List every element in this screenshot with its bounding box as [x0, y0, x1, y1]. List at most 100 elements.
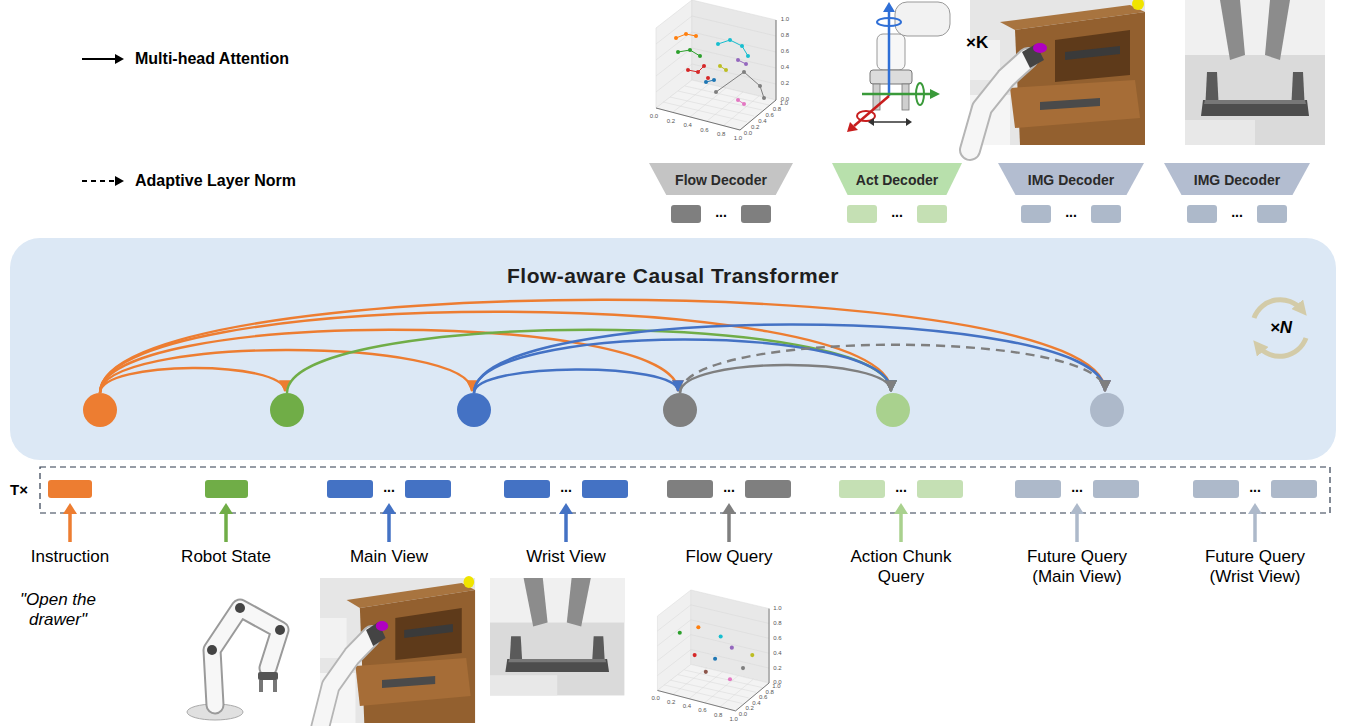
- flow-trajectories: [698, 54, 702, 58]
- input-token-row: [917, 480, 963, 498]
- flow-points: [719, 634, 723, 638]
- ellipsis: ...: [1065, 204, 1077, 221]
- axis-tick: 0.2: [667, 118, 675, 125]
- attention-arcs: [100, 350, 472, 393]
- legend-item: Multi-head Attention: [82, 50, 289, 68]
- flow-trajectories: [712, 78, 716, 82]
- repeat-count: ×K: [966, 33, 988, 53]
- axis-tick: 1.0: [781, 16, 789, 23]
- attention-arcs: [680, 345, 1105, 393]
- flow-trajectories: [704, 80, 708, 84]
- flow-points: [678, 625, 755, 681]
- trapezoid-shape: [998, 163, 1144, 195]
- decoder-tokens: [1257, 205, 1287, 223]
- axis-tick: 0.2: [667, 699, 675, 706]
- flow-trajectories: [744, 62, 748, 66]
- axis-tick: 0.2: [781, 80, 789, 87]
- input-token-row: [40, 467, 1330, 513]
- input-arrows: [63, 503, 1262, 542]
- axis-tick: 0.0: [650, 113, 658, 120]
- attention-arcs: [100, 300, 1105, 393]
- gripper-illustration: [847, 122, 858, 132]
- input-token-row: [205, 480, 248, 498]
- flow-plot-bottom: [657, 590, 769, 711]
- axis-tick: 1.0: [780, 100, 788, 107]
- flow-trajectories: [706, 76, 710, 80]
- decoder-tokens: [1091, 205, 1121, 223]
- token-circles: [270, 393, 304, 427]
- flow-trajectories: [714, 90, 718, 94]
- flow-points: [704, 670, 708, 674]
- axis-tick: 1.0: [773, 605, 781, 612]
- input-label: Action Chunk Query: [839, 547, 964, 588]
- act-decoder: Act Decoder: [832, 163, 962, 195]
- axis-tick: 1.0: [780, 100, 788, 107]
- input-arrows: [224, 512, 228, 542]
- axis-tick: 0.8: [773, 620, 781, 627]
- gripper-illustration: [862, 93, 932, 96]
- axis-tick: 0.8: [781, 32, 789, 39]
- ellipsis: ...: [1231, 204, 1243, 221]
- gripper-illustration: [883, 2, 895, 12]
- input-label: Flow Query: [686, 547, 773, 567]
- flow-decoder: Flow Decoder: [649, 163, 793, 195]
- flow-trajectories: [736, 98, 740, 102]
- input-label: Instruction: [31, 547, 109, 567]
- axis-tick: 0.4: [781, 64, 789, 71]
- axis-tick: 0.8: [714, 712, 722, 719]
- ellipsis: ...: [560, 479, 572, 496]
- axis-tick: 0.6: [773, 635, 781, 642]
- input-token-row: [327, 480, 373, 498]
- input-token-row: [405, 480, 451, 498]
- ellipsis: ...: [1065, 204, 1077, 221]
- legend-sample: [82, 180, 116, 182]
- ellipsis: ...: [1231, 204, 1243, 221]
- input-arrows: [68, 512, 72, 542]
- decoder-tokens: [671, 205, 1287, 223]
- axis-tick: 0.0: [739, 711, 747, 718]
- gripper-illustration: [877, 34, 905, 70]
- axis-tick: 0.6: [773, 635, 781, 642]
- attention-arcs: [100, 368, 285, 393]
- trapezoid-shape: [649, 163, 793, 195]
- axis-tick: 0.4: [773, 650, 781, 657]
- legend-text: Multi-head Attention: [135, 50, 289, 68]
- flow-trajectories: [716, 42, 720, 46]
- flow-trajectories: [758, 84, 762, 88]
- ellipsis: ...: [895, 479, 907, 496]
- legend-item: Adaptive Layer Norm: [82, 172, 296, 190]
- axis-tick: 0.2: [667, 699, 675, 706]
- flow-plot-top: [656, 0, 776, 130]
- layer-count: ×N: [1270, 318, 1292, 338]
- decoder-label: IMG Decoder: [1028, 172, 1114, 188]
- flow-trajectories: [742, 102, 746, 106]
- input-label: Wrist View: [526, 547, 606, 567]
- input-arrows: [1248, 503, 1262, 514]
- decoder-tokens: [1021, 205, 1051, 223]
- input-label: Future Query (Main View): [1015, 547, 1140, 588]
- gripper-illustration: [847, 2, 950, 132]
- axis-tick: 0.0: [739, 711, 747, 718]
- axis-tick: 1.0: [773, 605, 781, 612]
- decoder-tokens: [917, 205, 947, 223]
- ellipsis: ...: [715, 204, 727, 221]
- legend-sample: [115, 176, 124, 186]
- flow-points: [728, 677, 732, 681]
- gripper-illustration: [877, 18, 901, 26]
- layer-count: ×N: [1270, 318, 1292, 338]
- input-arrows: [727, 512, 731, 542]
- gripper-illustration: [895, 2, 950, 36]
- axis-tick: 0.4: [758, 118, 766, 125]
- robot-illustration: [207, 645, 217, 655]
- input-token-row: [582, 480, 628, 498]
- axis-tick: 0.6: [781, 48, 789, 55]
- decoder-label: IMG Decoder: [1194, 172, 1280, 188]
- axis-tick: 0.4: [683, 122, 691, 129]
- robot-illustration: [259, 680, 263, 692]
- attention-arcs: [680, 365, 891, 393]
- token-circles: [83, 393, 117, 427]
- flow-trajectories: [676, 50, 680, 54]
- input-token-row: [1015, 480, 1061, 498]
- input-arrows: [1075, 512, 1079, 542]
